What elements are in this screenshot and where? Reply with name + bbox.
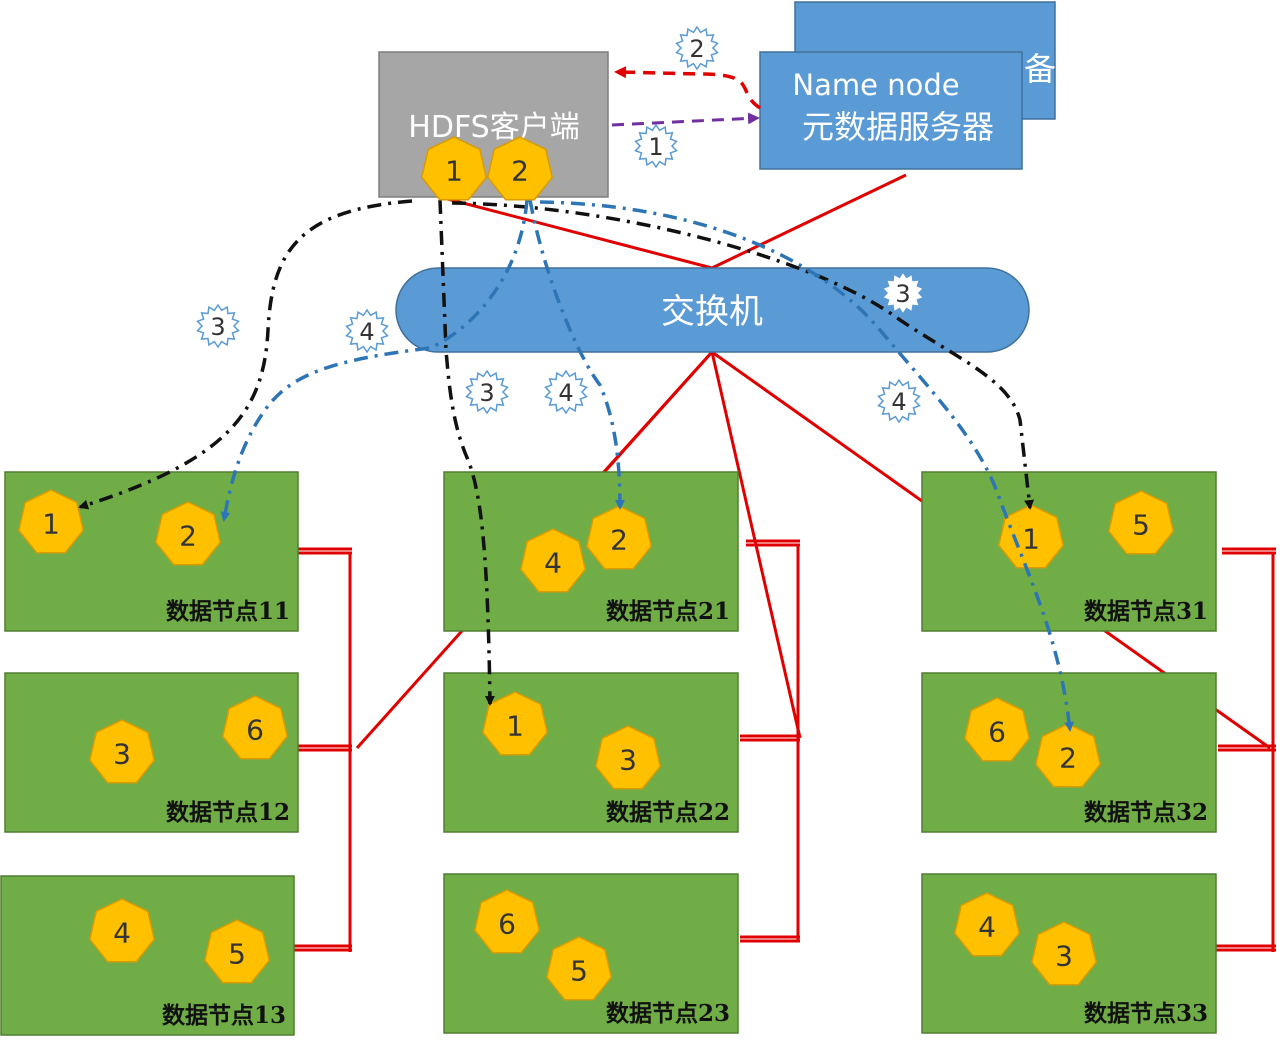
block-number: 6 [246,714,264,747]
datanode-21[interactable]: 数据节点21 [443,471,739,632]
datanode-label: 数据节点32 [1084,799,1208,826]
datanode-label: 数据节点23 [606,1000,730,1027]
datanode-label: 数据节点31 [1084,598,1208,625]
rack-2-bus [740,539,800,943]
block-number: 1 [42,508,60,541]
step-number: 1 [648,133,663,161]
namenode-subtitle: 元数据服务器 [802,108,994,146]
datanode-label: 数据节点33 [1084,1000,1208,1027]
datanode-label: 数据节点11 [166,598,290,625]
block-number: 2 [1059,742,1077,775]
step-number: 3 [479,379,494,407]
block-number: 6 [498,908,516,941]
write-block2-to-node21 [528,199,625,510]
data-blocks: 1 2 3 6 4 5 4 2 1 3 6 5 1 5 6 2 4 3 [17,489,1175,1001]
data-block: 3 [594,725,662,790]
step-badge-write-block1-b: 3 [465,369,509,415]
datanode-label: 数据节点22 [606,799,730,826]
data-block: 2 [154,501,222,566]
data-block: 1 [481,691,549,756]
block-number: 5 [228,938,246,971]
step-badge-write-block2-c: 4 [877,378,921,424]
flow-arrows [78,66,1075,732]
step-number: 2 [689,35,704,63]
block-number: 1 [1022,523,1040,556]
step-badge-write-block2-a: 4 [345,308,389,354]
datanode-label: 数据节点21 [606,598,730,625]
step-badge-request: 1 [634,123,678,169]
step-badge-write-block2-b: 4 [544,369,588,415]
datanode-22[interactable]: 数据节点22 [443,672,739,833]
write-block2-to-node32 [539,200,1075,732]
block-number: 3 [1055,940,1073,973]
namenode-backup-label: 备 [1024,50,1056,88]
step-badge-write-block1-c: 3 [881,270,925,316]
data-block: 5 [203,919,271,984]
rack-1-bus [290,547,352,952]
block-number: 5 [570,955,588,988]
data-block: 3 [88,719,156,784]
data-block: 6 [221,695,289,760]
network-links [355,173,1271,750]
data-block: 4 [88,898,156,963]
metadata-response-arrow [614,66,761,110]
block-number: 1 [445,155,463,188]
block-number: 2 [179,520,197,553]
block-number: 2 [511,155,529,188]
step-number: 4 [891,388,906,416]
write-block2-to-node11 [220,199,529,522]
step-badge-response: 2 [675,25,719,71]
data-block: 6 [963,697,1031,762]
client-label: HDFS客户端 [408,110,579,145]
data-block: 1 [997,504,1065,569]
data-block: 2 [585,505,653,570]
data-block: 1 [17,489,85,554]
write-block1-to-node22 [438,199,495,706]
block-number: 3 [113,738,131,771]
datanodes: 数据节点11 数据节点12 数据节点13 数据节点21 数据节点22 数据节点23 数据节点… [0,471,1217,1036]
block-number: 3 [619,744,637,777]
block-number: 4 [113,917,131,950]
data-block: 5 [545,936,613,1001]
write-block1-to-node11 [78,199,413,510]
step-badge-write-block1-a: 3 [196,303,240,349]
datanode-label: 数据节点12 [166,799,290,826]
network-switch[interactable]: 交换机 [395,267,1030,353]
block-number: 5 [1132,509,1150,542]
data-block: 6 [473,889,541,954]
data-block: 4 [953,892,1021,957]
data-block: 5 [1107,490,1175,555]
namenode-title: Name node [792,68,959,102]
data-block: 4 [519,528,587,593]
datanode-32[interactable]: 数据节点32 [921,672,1217,833]
block-number: 2 [610,524,628,557]
request-metadata-arrow [611,112,760,127]
step-number: 3 [895,280,910,308]
data-block: 3 [1030,921,1098,986]
data-block: 2 [1034,723,1102,788]
step-number: 4 [359,318,374,346]
step-number: 4 [558,379,573,407]
data-block: 1 [420,136,488,201]
rack-3-bus [1214,547,1276,952]
block-number: 6 [988,716,1006,749]
namenode[interactable]: Name node 元数据服务器 [759,51,1023,170]
data-block: 2 [486,136,554,201]
datanode-label: 数据节点13 [162,1002,286,1029]
write-block1-to-node31 [451,201,1035,510]
datanode-31[interactable]: 数据节点31 [921,471,1217,632]
block-number: 4 [978,911,996,944]
block-number: 1 [506,710,524,743]
step-number: 3 [210,313,225,341]
switch-label: 交换机 [661,292,763,332]
block-number: 4 [544,547,562,580]
hdfs-client[interactable]: HDFS客户端 [378,51,609,198]
